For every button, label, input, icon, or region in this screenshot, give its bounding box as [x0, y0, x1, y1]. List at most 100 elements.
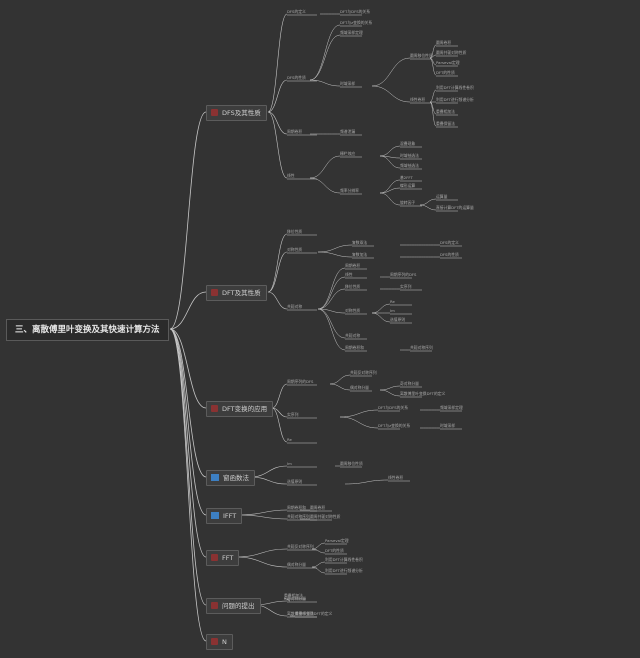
leaf-node[interactable]: 离散傅里叶变换DFT的定义 [400, 391, 446, 396]
leaf-node[interactable]: 偶对称分量 [287, 562, 306, 567]
leaf-node[interactable]: 周期卷积 [345, 263, 361, 268]
leaf-node[interactable]: 周期序列的DFS [287, 379, 314, 384]
topic-dft[interactable]: DFT及其性质 [206, 285, 267, 301]
leaf-node[interactable]: DFS的定义 [287, 9, 306, 14]
leaf-node[interactable]: 对称性质 [287, 247, 303, 252]
leaf-node[interactable]: Parseval定理 [436, 60, 460, 65]
topic-label: IFFT [223, 512, 237, 520]
leaf-node[interactable]: 共轭对称 [287, 304, 303, 309]
leaf-node[interactable]: 重叠保留法 [436, 121, 455, 126]
leaf-node[interactable]: 圆周共轭对称性质 [310, 514, 341, 519]
topic-label: DFS及其性质 [222, 109, 261, 117]
leaf-node[interactable]: 利用DFT进行频谱分析 [436, 97, 474, 102]
leaf-node[interactable]: 实序列 [400, 284, 412, 289]
leaf-node[interactable]: 线性 [345, 272, 353, 277]
leaf-node[interactable]: 圆周卷积 [310, 505, 326, 510]
leaf-node[interactable]: DFS的性质 [440, 252, 459, 257]
leaf-node[interactable]: 选值原则 [287, 479, 303, 484]
leaf-node[interactable]: 共轭反对称序列 [350, 370, 377, 375]
connector-line [317, 308, 346, 351]
leaf-node[interactable]: 共轭对称序列 [410, 345, 433, 350]
connector-line [169, 328, 207, 606]
leaf-node[interactable]: 频域采样定理 [440, 405, 463, 410]
leaf-node[interactable]: 奇对称分量 [400, 381, 419, 386]
connector-line [429, 44, 437, 59]
leaf-node[interactable]: DFT与z变换的关系 [378, 423, 411, 428]
root-topic[interactable]: 三、离散傅里叶变换及其快速计算方法 [6, 319, 169, 341]
leaf-node[interactable]: 蝶形运算 [400, 183, 416, 188]
leaf-node[interactable]: DFS的性质 [287, 75, 306, 80]
leaf-node[interactable]: 圆周移位性质 [410, 53, 433, 58]
leaf-node[interactable]: 重叠相加法 [284, 593, 303, 598]
leaf-node[interactable]: 混叠现象 [400, 141, 416, 146]
leaf-node[interactable]: DFT与DFS的关系 [340, 9, 370, 14]
connector-line [309, 155, 341, 179]
leaf-node[interactable]: 圆周卷积 [436, 40, 452, 45]
topic-ifft[interactable]: IFFT [206, 508, 243, 524]
leaf-node[interactable]: 线性卷积 [388, 475, 404, 480]
leaf-node[interactable]: 时域抽选法 [400, 153, 419, 158]
leaf-node[interactable]: 线性 [287, 173, 295, 178]
leaf-node[interactable]: 对称性质 [345, 308, 361, 313]
connector-line [429, 57, 437, 76]
leaf-node[interactable]: 圆周移位性质 [340, 461, 363, 466]
leaf-node[interactable]: 旋转因子 [400, 200, 416, 205]
leaf-node[interactable]: 实序列 [287, 412, 299, 417]
connector-line [371, 57, 411, 87]
leaf-node[interactable]: 选值原则 [390, 317, 406, 322]
leaf-node[interactable]: 利用DFT计算线性卷积 [325, 557, 363, 562]
leaf-node[interactable]: DFT的性质 [325, 548, 344, 553]
topic-dft-applications[interactable]: DFT变换的应用 [206, 401, 274, 417]
leaf-node[interactable]: 共轭反对称序列 [287, 544, 314, 549]
connector-line [379, 187, 401, 194]
leaf-node[interactable]: 周期卷积和 [345, 345, 364, 350]
leaf-node[interactable]: 共轭对称序列 [287, 514, 310, 519]
leaf-node[interactable]: 共轭对称 [345, 333, 361, 338]
leaf-node[interactable]: Re [390, 299, 395, 304]
leaf-node[interactable]: 周期序列的DFS [390, 272, 417, 277]
leaf-node[interactable]: 直接计算DFT的运算量 [436, 205, 474, 210]
leaf-node[interactable]: 频率分辨率 [340, 188, 359, 193]
leaf-node[interactable]: 频域抽选法 [400, 163, 419, 168]
leaf-node[interactable]: 频域采样定理 [340, 30, 363, 35]
leaf-node[interactable]: 周期卷积和 [287, 505, 306, 510]
topic-problem[interactable]: 问题的提出 [206, 598, 261, 614]
leaf-node[interactable]: DFS的定义 [440, 240, 459, 245]
connector-line [379, 385, 401, 391]
leaf-node[interactable]: 奇对称分量 [287, 596, 306, 601]
leaf-node[interactable]: DFT的性质 [436, 70, 455, 75]
topic-fft[interactable]: FFT [206, 550, 240, 566]
leaf-node[interactable]: 复数乘法 [352, 240, 368, 245]
connector-line [379, 145, 401, 157]
leaf-node[interactable]: 移位性质 [345, 284, 361, 289]
leaf-node[interactable]: 圆周共轭对称性质 [436, 50, 467, 55]
leaf-node[interactable]: 重叠保留法 [295, 611, 314, 616]
leaf-node[interactable]: 移位性质 [287, 229, 303, 234]
leaf-node[interactable]: Im [287, 461, 292, 466]
leaf-node[interactable]: 时域采样 [440, 423, 456, 428]
leaf-node[interactable]: 周期卷积 [287, 129, 303, 134]
leaf-node[interactable]: 重叠相加法 [436, 109, 455, 114]
topic-window[interactable]: 窗函数法 [206, 470, 255, 486]
leaf-node[interactable]: 时域采样 [340, 81, 356, 86]
leaf-node[interactable]: 离散傅里叶变换DFT的定义 [287, 611, 333, 616]
leaf-node[interactable]: Re [287, 437, 292, 442]
connector-line [317, 244, 353, 253]
leaf-node[interactable]: 运算量 [436, 194, 448, 199]
connector-line [419, 198, 437, 206]
leaf-node[interactable]: 频谱泄漏 [340, 129, 356, 134]
leaf-node[interactable]: 栅栏效应 [340, 151, 356, 156]
leaf-node[interactable]: Parseval定理 [325, 538, 349, 543]
leaf-node[interactable]: DFT与DFS的关系 [378, 405, 408, 410]
leaf-node[interactable]: 利用DFT进行频谱分析 [325, 568, 363, 573]
leaf-node[interactable]: DFT与z变换的关系 [340, 20, 373, 25]
leaf-node[interactable]: 利用DFT计算线性卷积 [436, 85, 474, 90]
connector-line [317, 288, 346, 310]
leaf-node[interactable]: 基2FFT [400, 175, 413, 180]
leaf-node[interactable]: 线性卷积 [410, 97, 426, 102]
topic-n[interactable]: N [206, 634, 233, 650]
leaf-node[interactable]: 复数加法 [352, 252, 368, 257]
leaf-node[interactable]: 偶对称分量 [350, 385, 369, 390]
leaf-node[interactable]: Im [390, 308, 395, 313]
topic-dfs[interactable]: DFS及其性质 [206, 105, 267, 121]
